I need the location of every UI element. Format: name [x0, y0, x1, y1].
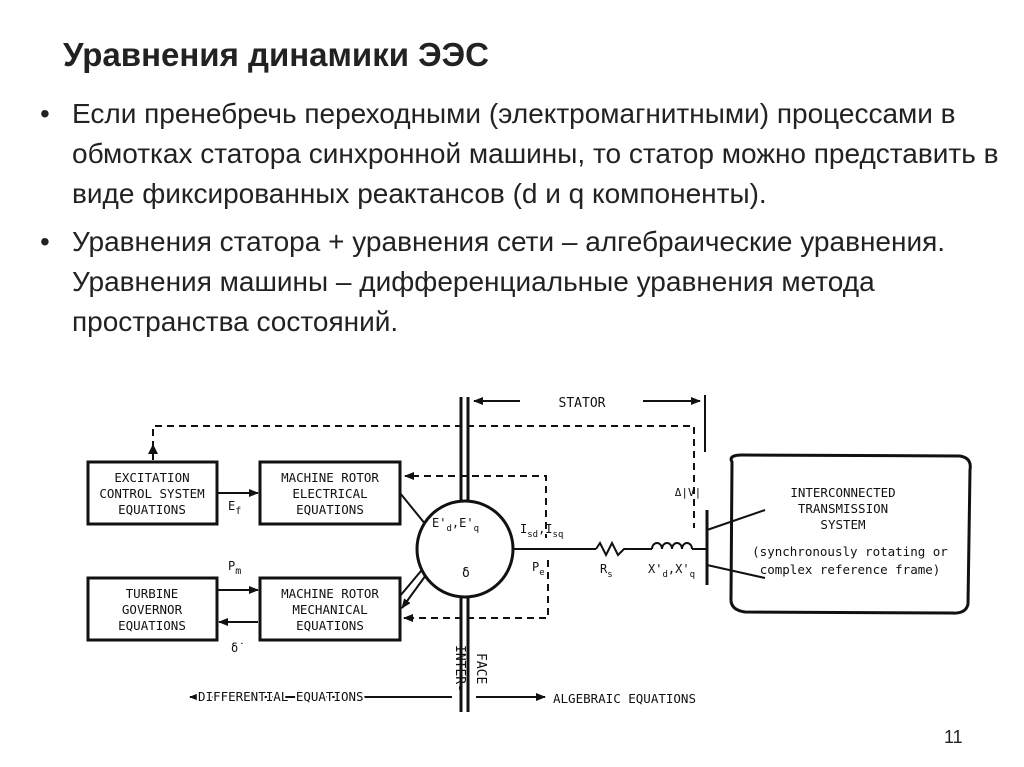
bullet-item: • Уравнения статора + уравнения сети – а…	[40, 222, 1000, 342]
bullet-marker: •	[40, 226, 50, 257]
dashed-feedback-paths	[148, 425, 695, 622]
excitation-text-line: EQUATIONS	[118, 502, 186, 517]
rotor-electrical-text-line: MACHINE ROTOR	[281, 470, 379, 485]
machine-to-rotor-arrow	[401, 574, 427, 609]
network-text-line: TRANSMISSION	[798, 501, 888, 516]
xq-subscript: q	[690, 570, 695, 580]
network-text-line: complex reference frame)	[760, 562, 941, 577]
turbine-text-line: EQUATIONS	[118, 618, 186, 633]
interface-label-bottom: FACE	[473, 653, 488, 684]
bullet-marker: •	[40, 98, 50, 129]
turbine-text-line: GOVERNOR	[122, 602, 183, 617]
pm-label: Pm	[228, 559, 241, 577]
bullet-text: Если пренебречь переходными (электромагн…	[72, 98, 999, 209]
rotor-mechanical-text-line: MECHANICAL	[292, 602, 367, 617]
reactance-label: X'd,X'q	[648, 562, 695, 580]
bullet-item: • Если пренебречь переходными (электрома…	[40, 94, 1000, 214]
emf-q-symbol: ,E'	[452, 516, 474, 530]
ef-subscript: f	[235, 506, 241, 517]
ef-symbol: E	[228, 499, 235, 513]
stator-arrow	[473, 395, 706, 452]
emf-d-subscript: d	[446, 524, 451, 534]
rs-symbol: R	[600, 562, 608, 576]
slide-title: Уравнения динамики ЭЭС	[63, 36, 489, 73]
machine-emf-label: E'd,E'q	[432, 516, 479, 534]
isd-subscript: sd	[527, 530, 538, 540]
isd-isq-label: Isd,Isq	[520, 522, 563, 540]
isq-subscript: sq	[553, 530, 564, 540]
xq-symbol: ,X'	[668, 562, 690, 576]
ef-label: Ef	[228, 499, 241, 517]
isd-symbol: I	[520, 522, 527, 536]
emf-d-symbol: E'	[432, 516, 446, 530]
resistor-symbol	[595, 540, 652, 558]
differential-label: DIFFERENTIAL EQUATIONS	[198, 689, 364, 704]
bullet-list: • Если пренебречь переходными (электрома…	[40, 94, 1000, 350]
bullet-text: Уравнения статора + уравнения сети – алг…	[72, 226, 946, 337]
network-text-line: INTERCONNECTED	[790, 485, 895, 500]
rotor-electrical-text-line: ELECTRICAL	[292, 486, 367, 501]
pe-label: Pe	[532, 560, 545, 578]
excitation-text-line: EXCITATION	[114, 470, 189, 485]
interface-label-top: INTER-	[452, 645, 467, 692]
bus-link-bottom	[706, 564, 766, 579]
bus-link-top	[706, 509, 766, 531]
xd-subscript: d	[662, 570, 667, 580]
rotor-electrical-link	[399, 492, 427, 526]
inductor-symbol	[651, 542, 693, 550]
pe-symbol: P	[532, 560, 539, 574]
rotor-mechanical-text-line: MACHINE ROTOR	[281, 586, 379, 601]
voltage-change-label: Δ|V|	[675, 486, 702, 499]
machine-delta-label: δ	[462, 566, 470, 581]
page-number: 11	[944, 727, 963, 747]
pm-subscript: m	[235, 566, 241, 577]
rotor-mechanical-block	[258, 576, 402, 642]
rotor-mechanical-text-line: EQUATIONS	[296, 618, 364, 633]
stator-label: STATOR	[559, 396, 606, 411]
network-text-line: SYSTEM	[820, 517, 865, 532]
pm-symbol: P	[228, 559, 235, 573]
rs-label: Rs	[600, 562, 613, 580]
rs-subscript: s	[607, 570, 612, 580]
excitation-text-line: CONTROL SYSTEM	[99, 486, 204, 501]
pe-subscript: e	[539, 568, 544, 578]
rotor-electrical-text-line: EQUATIONS	[296, 502, 364, 517]
interface-bar	[459, 397, 470, 712]
emf-q-subscript: q	[474, 524, 479, 534]
turbine-block	[86, 576, 219, 642]
network-text-line: (synchronously rotating or	[752, 544, 948, 559]
turbine-text-line: TURBINE	[126, 586, 179, 601]
algebraic-label: ALGEBRAIC EQUATIONS	[553, 691, 696, 706]
network-block	[729, 453, 972, 615]
xd-symbol: X'	[648, 562, 662, 576]
delta-dot-label: δ̇	[231, 641, 243, 655]
